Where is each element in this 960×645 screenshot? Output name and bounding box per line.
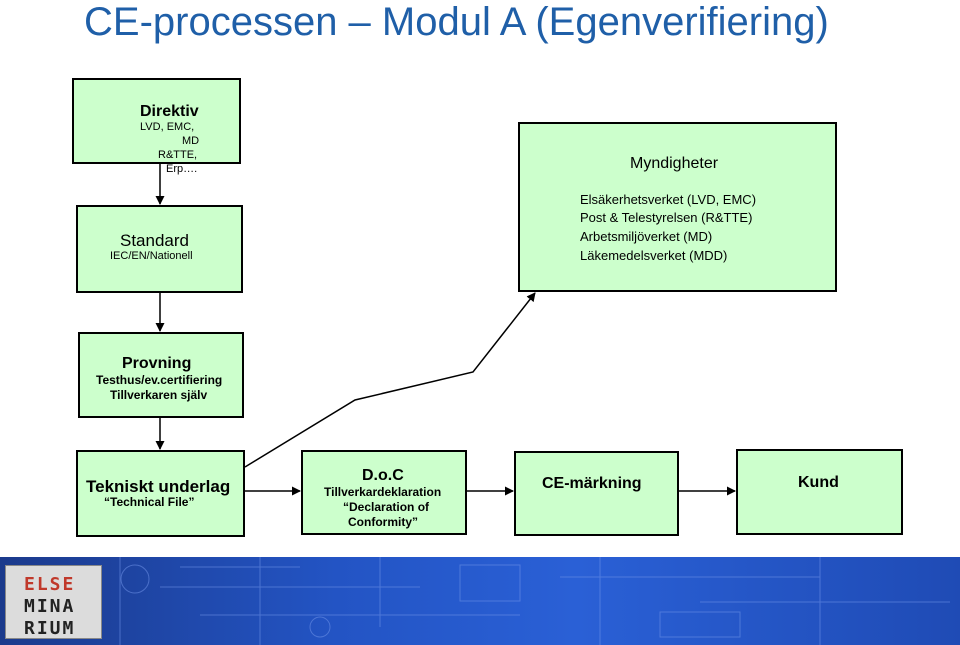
page-title: CE-processen – Modul A (Egenverifiering) bbox=[84, 0, 829, 44]
myndigheter-line: Läkemedelsverket (MDD) bbox=[580, 248, 728, 263]
elseminarium-logo: ELSE MINA RIUM bbox=[5, 565, 102, 639]
doc-box: D.o.C Tillverkardeklaration “Declaration… bbox=[301, 450, 467, 535]
ce-heading: CE-märkning bbox=[542, 475, 642, 492]
direktiv-line: LVD, EMC, bbox=[140, 121, 195, 133]
tekniskt-sub: “Technical File” bbox=[104, 495, 195, 509]
myndigheter-line: Post & Telestyrelsen (R&TTE) bbox=[580, 210, 753, 225]
provning-line: Testhus/ev.certifiering bbox=[96, 373, 223, 387]
direktiv-line: Erp…. bbox=[166, 163, 198, 175]
standard-box: Standard IEC/EN/Nationell bbox=[76, 205, 243, 293]
logo-row: MINA bbox=[24, 596, 76, 617]
doc-line: Conformity” bbox=[348, 515, 418, 529]
provning-box: Provning Testhus/ev.certifiering Tillver… bbox=[78, 332, 244, 418]
tekniskt-underlag-box: Tekniskt underlag “Technical File” bbox=[76, 450, 245, 537]
provning-line: Tillverkaren själv bbox=[110, 388, 208, 402]
standard-sub: IEC/EN/Nationell bbox=[110, 250, 193, 262]
myndigheter-heading: Myndigheter bbox=[630, 155, 719, 172]
banner-pattern bbox=[119, 557, 950, 645]
logo-row: ELSE bbox=[24, 574, 76, 595]
direktiv-line: R&TTE, bbox=[158, 149, 198, 161]
provning-heading: Provning bbox=[122, 355, 192, 372]
footer-banner: ELSE MINA RIUM bbox=[0, 557, 960, 645]
direktiv-box: Direktiv LVD, EMC, MD R&TTE, Erp…. bbox=[72, 78, 241, 175]
doc-heading: D.o.C bbox=[362, 467, 404, 484]
myndigheter-line: Arbetsmiljöverket (MD) bbox=[580, 229, 713, 244]
ce-marking-box: CE-märkning bbox=[514, 451, 679, 536]
kund-box: Kund bbox=[736, 449, 903, 535]
myndigheter-box: Myndigheter Elsäkerhetsverket (LVD, EMC)… bbox=[518, 122, 837, 292]
direktiv-line: MD bbox=[182, 135, 200, 147]
arrow-doc-myndigheter bbox=[244, 292, 536, 468]
doc-line: “Declaration of bbox=[343, 500, 430, 514]
kund-heading: Kund bbox=[798, 474, 839, 491]
doc-line: Tillverkardeklaration bbox=[324, 485, 442, 499]
tekniskt-heading: Tekniskt underlag bbox=[86, 477, 231, 496]
direktiv-heading: Direktiv bbox=[140, 103, 199, 120]
logo-row: RIUM bbox=[24, 618, 76, 639]
standard-heading: Standard bbox=[120, 231, 189, 250]
myndigheter-line: Elsäkerhetsverket (LVD, EMC) bbox=[580, 192, 757, 207]
